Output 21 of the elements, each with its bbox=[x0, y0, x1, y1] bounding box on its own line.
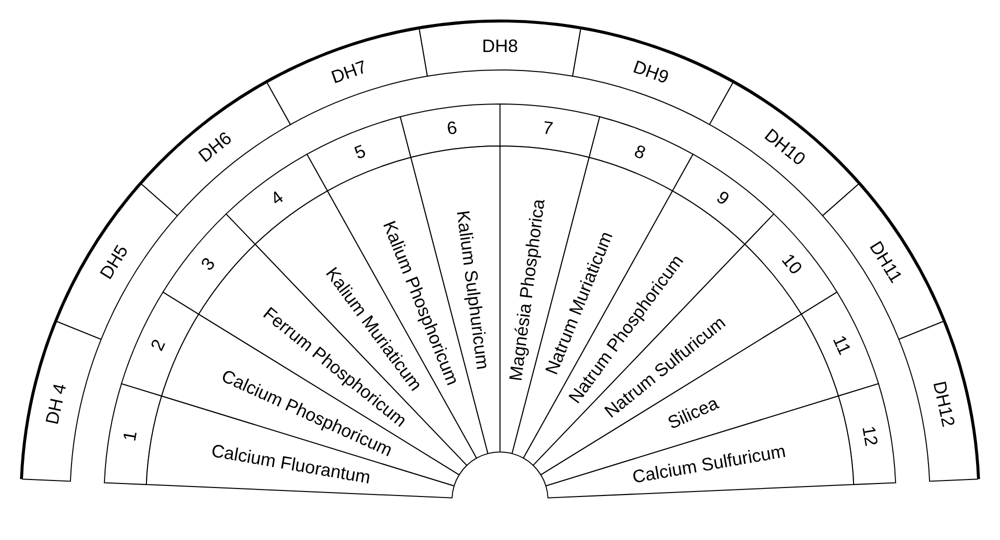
sector-label: DH9 bbox=[631, 57, 672, 86]
sector-number: 8 bbox=[632, 142, 648, 162]
sector-number: 4 bbox=[268, 188, 287, 209]
sector-number: 10 bbox=[778, 250, 805, 278]
remedy-name: Calcium Sulfuricum bbox=[630, 442, 787, 486]
sector-number: 6 bbox=[446, 118, 458, 138]
sector-label: DH12 bbox=[930, 379, 958, 428]
sector-number: 12 bbox=[858, 424, 880, 448]
sector-number: 9 bbox=[713, 188, 732, 209]
remedy-name: Silicea bbox=[665, 393, 721, 432]
sector-number: 3 bbox=[198, 254, 219, 274]
sector-number: 11 bbox=[830, 333, 854, 358]
sector-number: 2 bbox=[148, 336, 169, 354]
remedy-name: Kalium Sulphuricum bbox=[454, 209, 492, 370]
sector-number: 1 bbox=[120, 430, 140, 443]
sector-number: 7 bbox=[541, 118, 554, 138]
sector-label: DH7 bbox=[328, 57, 369, 86]
sector-label: DH 4 bbox=[43, 382, 70, 426]
sector-label: DH6 bbox=[195, 128, 235, 165]
sector-number: 5 bbox=[352, 142, 368, 162]
sector-label: DH8 bbox=[482, 37, 518, 55]
